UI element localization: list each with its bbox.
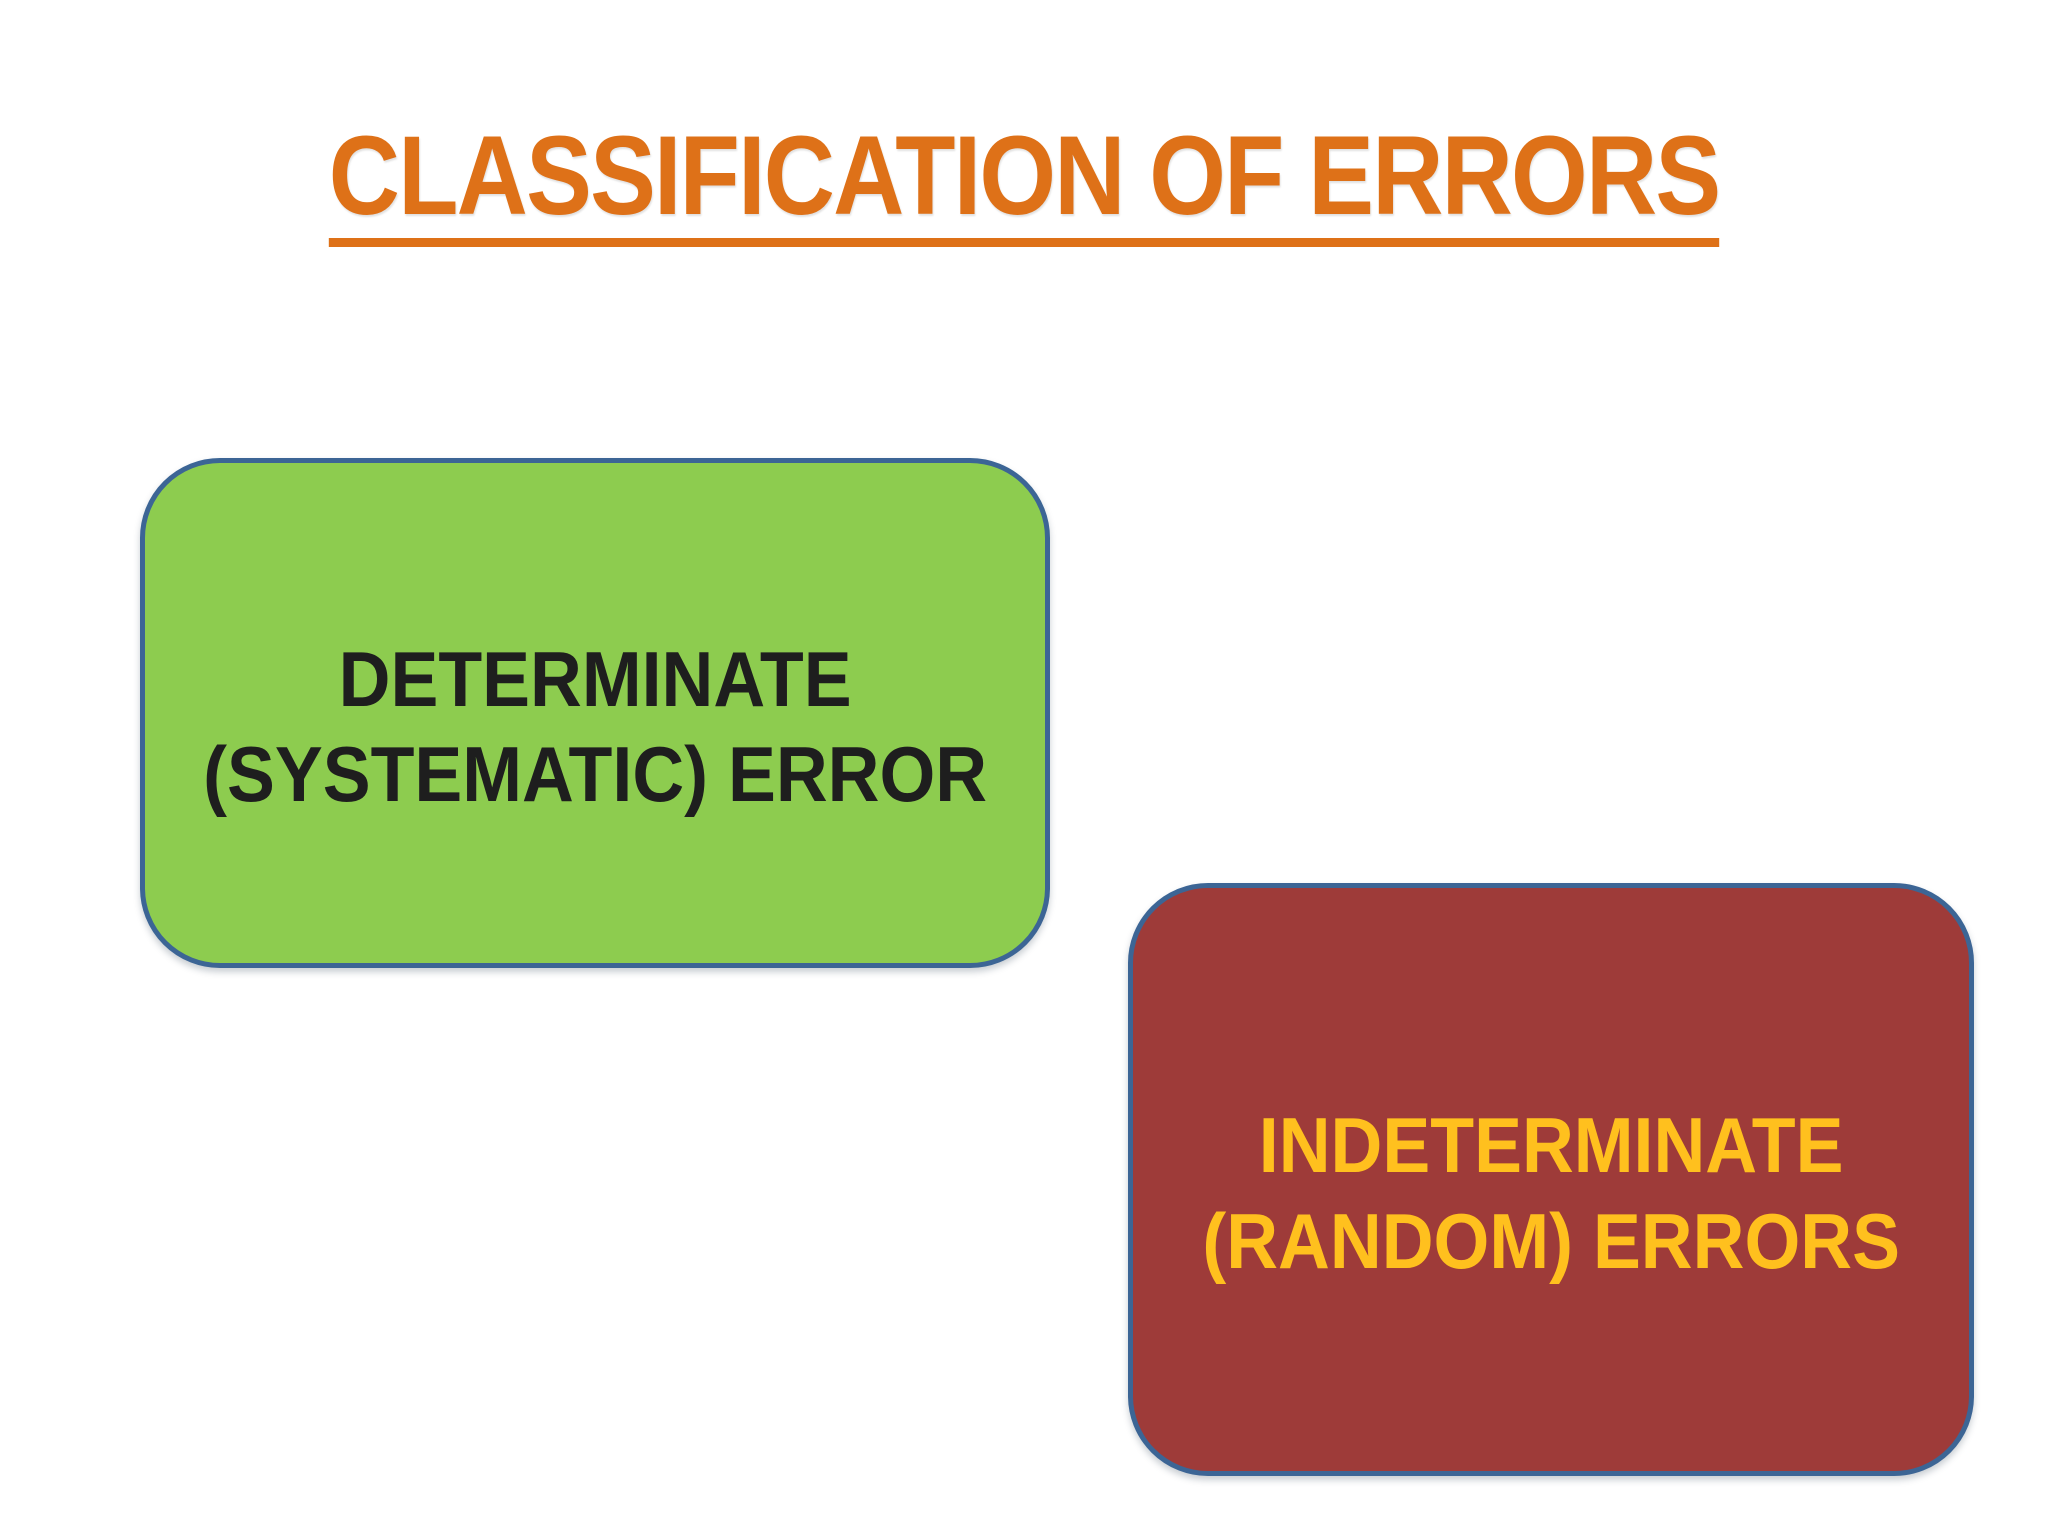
indeterminate-error-label: INDETERMINATE (RANDOM) ERRORS (1202, 1070, 1900, 1288)
determinate-error-box: DETERMINATE (SYSTEMATIC) ERROR (140, 458, 1050, 968)
indeterminate-error-box: INDETERMINATE (RANDOM) ERRORS (1128, 883, 1974, 1476)
indeterminate-error-label-line1: INDETERMINATE (1258, 1101, 1844, 1190)
determinate-error-label-line2: (SYSTEMATIC) ERROR (202, 730, 988, 818)
determinate-error-label: DETERMINATE (SYSTEMATIC) ERROR (203, 604, 987, 822)
indeterminate-error-label-line2: (RANDOM) ERRORS (1202, 1196, 1900, 1285)
determinate-error-label-line1: DETERMINATE (338, 634, 852, 723)
slide-title-text: CLASSIFICATION OF ERRORS (328, 120, 1721, 247)
slide-title: CLASSIFICATION OF ERRORS (0, 120, 2048, 247)
